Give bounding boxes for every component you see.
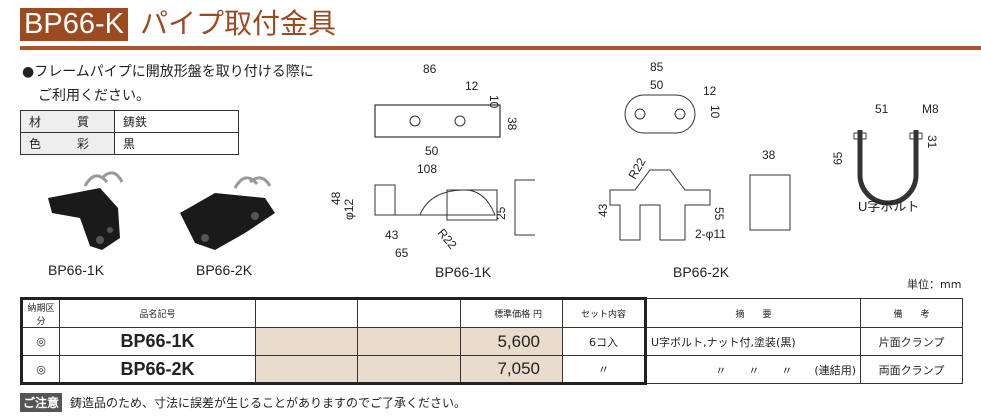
note-tag: ご注意 bbox=[20, 393, 63, 412]
dim: 51 bbox=[875, 102, 889, 116]
price: 7,050 bbox=[460, 355, 563, 385]
dim: 108 bbox=[417, 162, 437, 176]
dim: 31 bbox=[925, 135, 939, 149]
blank-cell bbox=[255, 355, 358, 385]
dim: 43 bbox=[596, 203, 610, 217]
col-price: 標準価格 円 bbox=[460, 297, 563, 328]
product-photo-bp66-1k bbox=[48, 171, 124, 250]
product-code: BP66-2K bbox=[59, 355, 256, 385]
drawing-u-bolt: 51 M8 65 31 U字ボルト bbox=[831, 102, 939, 214]
product-photo-bp66-2k bbox=[180, 176, 275, 250]
blank-cell bbox=[357, 327, 461, 356]
dim: R22 bbox=[625, 155, 648, 181]
col-set: セット内容 bbox=[562, 297, 647, 328]
col-code: 品名記号 bbox=[59, 297, 256, 328]
price-header: 標準価格 bbox=[494, 310, 531, 320]
model-badge: BP66-K bbox=[20, 8, 128, 41]
dim: 12 bbox=[703, 84, 717, 98]
drawing-label: BP66-2K bbox=[673, 264, 730, 280]
dim: R22 bbox=[435, 226, 460, 252]
spec-value: 黒 bbox=[114, 132, 239, 155]
photo-label: BP66-1K bbox=[48, 262, 105, 278]
intro-line-2: ご利用ください。 bbox=[38, 88, 150, 104]
blank-cell bbox=[255, 327, 358, 356]
price-unit: 円 bbox=[532, 310, 542, 320]
dim: 50 bbox=[425, 144, 439, 158]
col-blank bbox=[357, 297, 461, 328]
col-delivery: 納期区分 bbox=[20, 297, 60, 328]
dim: 50 bbox=[650, 78, 664, 92]
col-remarks: 備 考 bbox=[860, 298, 963, 328]
spec-value: 鋳鉄 bbox=[114, 110, 239, 133]
dim: 65 bbox=[395, 246, 409, 260]
remarks: 両面クランプ bbox=[860, 355, 963, 384]
summary: 〃 〃 〃 (連結用) bbox=[645, 355, 861, 384]
title-divider bbox=[20, 46, 981, 50]
price: 5,600 bbox=[460, 327, 563, 356]
intro-line-1: ●フレームパイプに開放形盤を取り付ける際に bbox=[22, 64, 314, 80]
dim: 38 bbox=[762, 148, 776, 162]
dim: 25 bbox=[494, 206, 508, 220]
dim: 38 bbox=[505, 117, 519, 131]
spec-table: 材 質鋳鉄 色 彩黒 bbox=[20, 110, 239, 155]
photo-label: BP66-2K bbox=[196, 262, 253, 278]
product-code: BP66-1K bbox=[59, 327, 256, 356]
dim: 65 bbox=[831, 151, 845, 165]
col-summary: 摘 要 bbox=[645, 298, 861, 328]
table-header-row: 納期区分 品名記号 標準価格 円 セット内容 摘 要 備 考 bbox=[20, 297, 963, 328]
dim: 10 bbox=[708, 105, 722, 119]
page-title: パイプ取付金具 bbox=[140, 7, 337, 40]
set-content: 6コ入 bbox=[562, 327, 647, 356]
remarks: 片面クランプ bbox=[860, 327, 963, 356]
summary: U字ボルト,ナット付,塗装(黒) bbox=[645, 327, 861, 356]
delivery-mark: ◎ bbox=[20, 355, 60, 385]
note-text: 鋳造品のため、寸法に誤差が生じることがありますのでご了承ください。 bbox=[70, 396, 467, 410]
units-label: 単位：mm bbox=[907, 278, 962, 291]
spec-label: 材 質 bbox=[20, 110, 115, 133]
dim: 43 bbox=[385, 228, 399, 242]
dim: 85 bbox=[650, 60, 664, 74]
drawing-label: BP66-1K bbox=[435, 264, 492, 280]
dim: M8 bbox=[922, 102, 939, 116]
dim: 48 bbox=[329, 191, 343, 205]
dim: 86 bbox=[423, 62, 437, 76]
delivery-mark: ◎ bbox=[20, 327, 60, 356]
table-row: ◎ BP66-2K 7,050 〃 〃 〃 〃 (連結用) 両面クランプ bbox=[20, 355, 963, 385]
table-row: ◎ BP66-1K 5,600 6コ入 U字ボルト,ナット付,塗装(黒) 片面ク… bbox=[20, 327, 963, 356]
dim: φ12 bbox=[342, 199, 356, 220]
col-blank bbox=[255, 297, 358, 328]
dim: 2-φ11 bbox=[695, 227, 726, 241]
spec-label: 色 彩 bbox=[20, 132, 115, 155]
price-table: 納期区分 品名記号 標準価格 円 セット内容 摘 要 備 考 ◎ BP66-1K… bbox=[20, 297, 963, 385]
drawing-label: U字ボルト bbox=[858, 199, 919, 214]
blank-cell bbox=[357, 355, 461, 385]
dim: 12 bbox=[465, 79, 479, 93]
drawing-bp66-1k: 86 12 10 38 50 108 48 φ12 25 43 65 R22 B… bbox=[329, 62, 535, 280]
dim: 55 bbox=[712, 207, 726, 221]
dim: 10 bbox=[487, 95, 501, 109]
set-content: 〃 bbox=[562, 355, 647, 385]
drawing-bp66-2k: 85 50 12 10 R22 38 43 55 2-φ11 BP66-2K bbox=[596, 60, 791, 280]
